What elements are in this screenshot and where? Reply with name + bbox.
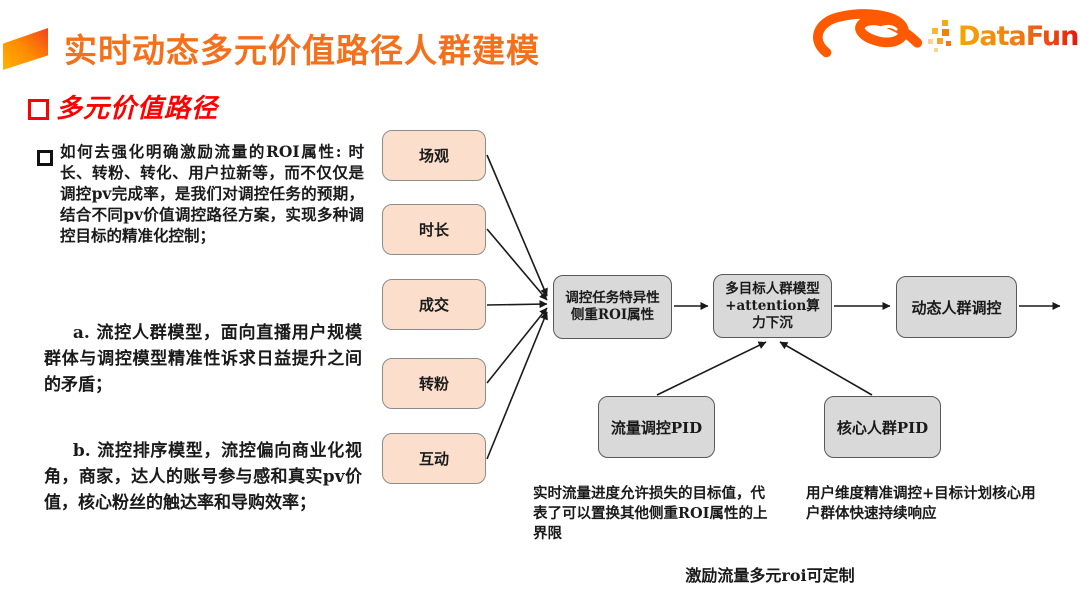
flow-stage-box-control: 动态人群调控 — [896, 276, 1017, 338]
stage-box-label: 调控任务特异性侧重ROI属性 — [565, 290, 660, 323]
pid-box-label: 核心人群PID — [836, 418, 929, 437]
source-box-label: 时长 — [418, 221, 449, 239]
flow-source-box-chengjiao: 成交 — [382, 279, 486, 330]
source-box-label: 成交 — [418, 296, 449, 314]
pid-box-core: 核心人群PID — [824, 396, 941, 458]
flow-source-box-shichang: 时长 — [382, 204, 486, 255]
flow-source-box-hudong: 互动 — [382, 433, 486, 484]
diagram-caption: 激励流量多元roi可定制 — [685, 566, 855, 585]
page-title: 实时动态多元价值路径人群建模 — [64, 31, 540, 70]
stage-box-label: 多目标人群模型+attention算力下沉 — [725, 280, 820, 331]
alibaba-logo-icon — [813, 9, 923, 58]
intro-paragraph: 如何去强化明确激励流量的ROI属性: 时长、转粉、转化、用户拉新等，而不仅仅是调… — [60, 142, 364, 245]
bullet-square-icon — [37, 150, 53, 166]
section-bullet-icon — [28, 99, 49, 120]
slide-accent-shape-icon — [3, 27, 48, 71]
source-box-label: 转粉 — [418, 375, 449, 393]
source-box-label: 互动 — [418, 450, 449, 468]
pid-box-label: 流量调控PID — [610, 418, 703, 437]
datafun-wordmark: DataFun. — [958, 21, 1080, 52]
paragraph-b: b. 流控排序模型，流控偏向商业化视角，商家，达人的账号参与感和真实pv价值，核… — [44, 441, 362, 513]
annotation-left: 实时流量进度允许损失的目标值，代表了可以置换其他侧重ROI属性的上界限 — [533, 485, 768, 542]
flow-source-box-changguan: 场观 — [382, 130, 486, 181]
paragraph-a: a. 流控人群模型，面向直播用户规模群体与调控模型精准性诉求日益提升之间的矛盾； — [44, 323, 362, 395]
datafun-logo: DataFun. — [928, 16, 1080, 56]
section-title: 多元价值路径 — [56, 94, 219, 124]
flow-stage-box-roi: 调控任务特异性侧重ROI属性 — [553, 275, 672, 339]
datafun-dots-icon — [928, 20, 951, 52]
source-box-label: 场观 — [418, 147, 449, 165]
annotation-right: 用户维度精准调控+目标计划核心用户群体快速持续响应 — [806, 485, 1036, 522]
pid-box-traffic: 流量调控PID — [598, 396, 715, 458]
stage-box-label: 动态人群调控 — [911, 298, 1002, 317]
flow-source-box-zhuanfen: 转粉 — [382, 358, 486, 409]
flow-stage-box-model: 多目标人群模型+attention算力下沉 — [713, 274, 832, 338]
